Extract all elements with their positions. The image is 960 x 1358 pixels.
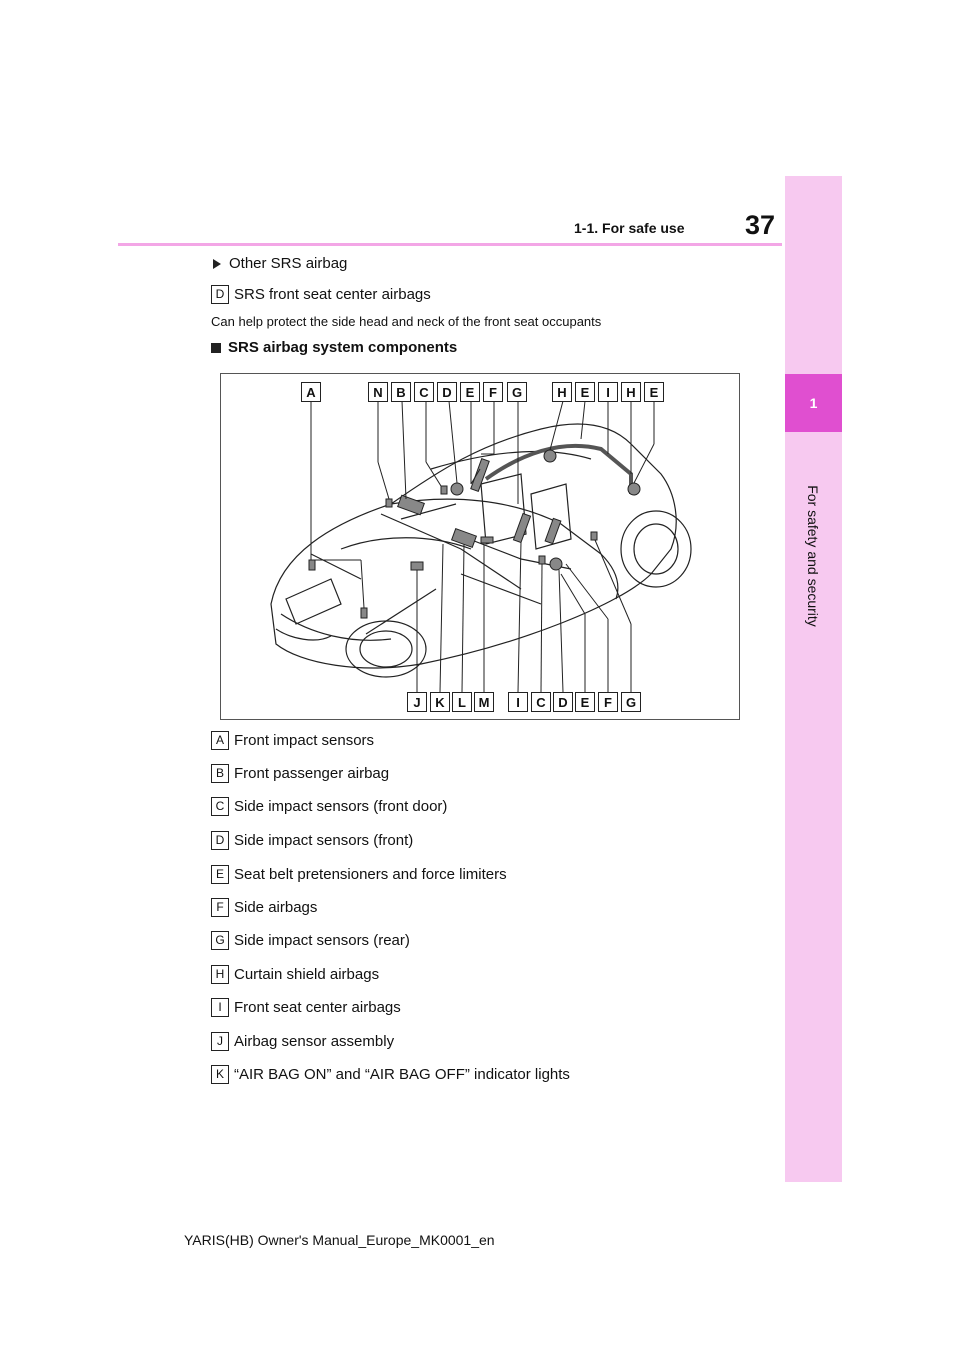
intro-item: D SRS front seat center airbags (211, 285, 431, 304)
callout-label: G (507, 382, 527, 402)
legend-text: Side airbags (234, 899, 317, 916)
letter-badge: D (211, 831, 229, 850)
legend-item: J Airbag sensor assembly (211, 1032, 394, 1051)
square-bullet-icon (211, 343, 221, 353)
callout-label: H (552, 382, 572, 402)
letter-badge: H (211, 965, 229, 984)
letter-badge: K (211, 1065, 229, 1084)
legend-item: G Side impact sensors (rear) (211, 931, 410, 950)
callout-label: L (452, 692, 472, 712)
note-text: Can help protect the side head and neck … (211, 314, 601, 329)
legend-item: D Side impact sensors (front) (211, 831, 413, 850)
legend-text: Front seat center airbags (234, 999, 401, 1016)
callout-label: E (644, 382, 664, 402)
triangle-bullet-icon (213, 259, 221, 269)
callout-label: N (368, 382, 388, 402)
callout-label: F (598, 692, 618, 712)
section-heading-text: SRS airbag system components (228, 339, 457, 356)
legend-item: E Seat belt pretensioners and force limi… (211, 865, 507, 884)
legend-text: Curtain shield airbags (234, 966, 379, 983)
legend-item: C Side impact sensors (front door) (211, 797, 447, 816)
section-heading: SRS airbag system components (211, 339, 457, 356)
callout-label: E (460, 382, 480, 402)
letter-badge: D (211, 285, 229, 304)
legend-item: K “AIR BAG ON” and “AIR BAG OFF” indicat… (211, 1065, 570, 1084)
bullet-text: Other SRS airbag (229, 255, 347, 272)
car-illustration (221, 374, 740, 720)
callout-label: G (621, 692, 641, 712)
callout-label: I (598, 382, 618, 402)
letter-badge: B (211, 764, 229, 783)
section-title: 1-1. For safe use (574, 220, 685, 236)
legend-text: Side impact sensors (front) (234, 832, 413, 849)
callout-label: C (414, 382, 434, 402)
legend-text: “AIR BAG ON” and “AIR BAG OFF” indicator… (234, 1066, 570, 1083)
callout-label: A (301, 382, 321, 402)
legend-text: Seat belt pretensioners and force limite… (234, 866, 507, 883)
legend-text: Airbag sensor assembly (234, 1033, 394, 1050)
legend-text: Front passenger airbag (234, 765, 389, 782)
page-number: 37 (745, 210, 775, 241)
legend-item: I Front seat center airbags (211, 998, 401, 1017)
legend-text: Front impact sensors (234, 732, 374, 749)
legend-text: Side impact sensors (rear) (234, 932, 410, 949)
chapter-title: For safety and security (805, 485, 821, 627)
callout-label: B (391, 382, 411, 402)
callout-label: M (474, 692, 494, 712)
legend-text: Side impact sensors (front door) (234, 798, 447, 815)
letter-badge: E (211, 865, 229, 884)
bullet-heading: Other SRS airbag (213, 255, 347, 272)
chapter-side-tab[interactable]: 1 For safety and security (785, 176, 842, 1182)
callout-label: F (483, 382, 503, 402)
callout-label: D (553, 692, 573, 712)
legend-item: H Curtain shield airbags (211, 965, 379, 984)
letter-badge: J (211, 1032, 229, 1051)
callout-label: D (437, 382, 457, 402)
chapter-number: 1 (785, 374, 842, 432)
callout-label: H (621, 382, 641, 402)
letter-badge: I (211, 998, 229, 1017)
legend-item: A Front impact sensors (211, 731, 374, 750)
callout-label: E (575, 692, 595, 712)
callout-label: I (508, 692, 528, 712)
legend-item: B Front passenger airbag (211, 764, 389, 783)
letter-badge: A (211, 731, 229, 750)
footer-text: YARIS(HB) Owner's Manual_Europe_MK0001_e… (184, 1232, 495, 1248)
letter-badge: C (211, 797, 229, 816)
callout-label: C (531, 692, 551, 712)
header-divider (118, 243, 782, 246)
callout-label: K (430, 692, 450, 712)
airbag-diagram: A N B C D E F G H E I H E J K L M I C D … (220, 373, 740, 720)
intro-item-text: SRS front seat center airbags (234, 286, 431, 303)
callout-label: E (575, 382, 595, 402)
letter-badge: F (211, 898, 229, 917)
letter-badge: G (211, 931, 229, 950)
callout-label: J (407, 692, 427, 712)
legend-item: F Side airbags (211, 898, 317, 917)
